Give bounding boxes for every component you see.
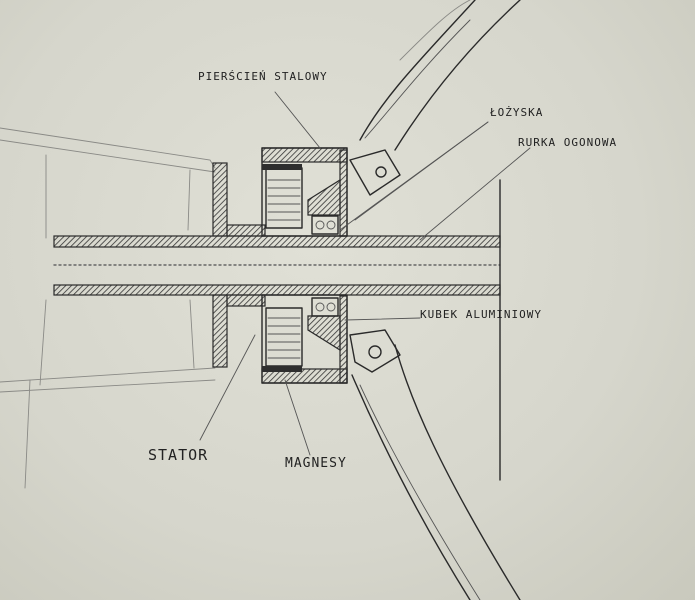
steel-ring-housing	[261, 147, 348, 384]
label-stator-ring: PIERŚCIEŃ STALOWY	[198, 70, 328, 83]
leader-lines	[199, 91, 531, 456]
bearings	[311, 215, 339, 317]
tail-tube	[53, 179, 501, 481]
label-bearings: ŁOŻYSKA	[490, 106, 544, 119]
magnets	[262, 164, 302, 372]
stator-flange	[212, 162, 266, 368]
tail-boom-body	[0, 127, 216, 489]
aluminium-cup	[307, 149, 348, 384]
stator-windings	[265, 167, 303, 367]
label-aluminium-cup: KUBEK ALUMINIOWY	[420, 308, 542, 321]
upper-propeller-blade	[349, 0, 521, 196]
label-stator: STATOR	[148, 446, 209, 464]
lower-propeller-blade	[349, 329, 521, 600]
label-magnets: MAGNESY	[285, 456, 347, 471]
label-tail-tube: RURKA OGONOWA	[518, 136, 618, 149]
